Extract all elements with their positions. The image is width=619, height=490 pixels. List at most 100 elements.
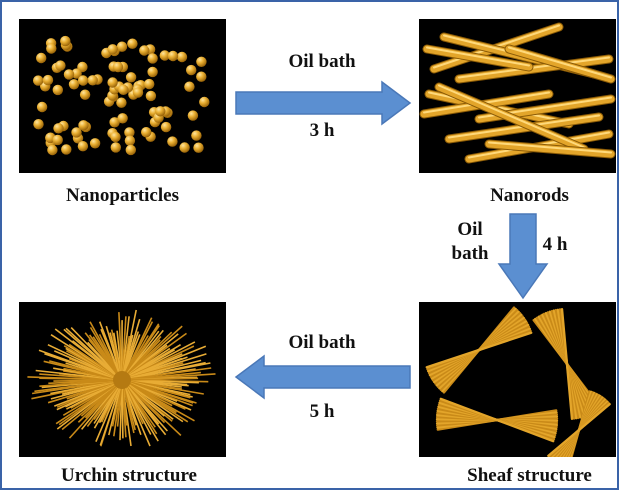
- nanoparticle-sphere: [33, 119, 44, 130]
- nanoparticle-sphere: [193, 142, 204, 153]
- urchin-panel: [19, 302, 226, 457]
- nanoparticle-sphere: [55, 60, 66, 71]
- sheaf-rod: [560, 307, 574, 421]
- sheaf-rod: [439, 397, 555, 443]
- arrow-left-step3: [234, 354, 411, 400]
- nanorod-highlight: [426, 46, 530, 67]
- arrow-right-step1: [235, 80, 412, 126]
- nanoparticle-sphere: [110, 131, 121, 143]
- nanorod: [423, 45, 533, 71]
- nanoparticle-sphere: [110, 142, 122, 153]
- nanoparticle-sphere: [116, 97, 127, 108]
- nanoparticle-sphere: [196, 71, 207, 82]
- nanoparticle-sphere: [71, 68, 82, 79]
- nanoparticle-sphere: [160, 121, 172, 133]
- nanoparticle-sphere: [139, 45, 150, 56]
- nanoparticle-sphere: [109, 117, 120, 128]
- nanoparticle-sphere: [107, 44, 118, 55]
- nanoparticle-sphere: [141, 127, 152, 138]
- nanorod: [435, 83, 588, 153]
- nanoparticle-sphere: [127, 38, 138, 49]
- step1-time: 3 h: [309, 120, 335, 141]
- nanorods-panel: [419, 19, 616, 173]
- nanoparticle-sphere: [116, 41, 128, 52]
- nanorod-highlight: [438, 84, 585, 149]
- nanoparticle-sphere: [191, 130, 202, 141]
- nanoparticle-sphere: [179, 142, 190, 153]
- nanoparticle-sphere: [132, 87, 144, 98]
- nanoparticle-sphere: [199, 96, 210, 108]
- nanorod: [455, 55, 613, 83]
- nanoparticle-sphere: [167, 136, 178, 147]
- nanorods-image: [419, 22, 616, 164]
- nanoparticles-image: [33, 35, 210, 156]
- urchin-label: Urchin structure: [61, 465, 197, 486]
- nanoparticle-sphere: [117, 113, 128, 124]
- nanoparticle-sphere: [196, 56, 207, 67]
- nanoparticle-sphere: [187, 110, 199, 121]
- nanorods-label: Nanorods: [490, 185, 569, 206]
- nanoparticle-sphere: [33, 75, 44, 86]
- nanorod-highlight: [508, 46, 612, 79]
- nanorod: [505, 45, 615, 83]
- nanoparticle-sphere: [184, 81, 195, 92]
- nanoparticle-sphere: [118, 84, 129, 96]
- nanoparticle-sphere: [107, 77, 118, 88]
- step2-condition-line2: bath: [451, 243, 489, 264]
- nanoparticle-sphere: [167, 50, 179, 62]
- nanoparticle-sphere: [42, 74, 54, 86]
- nanoparticle-sphere: [79, 89, 91, 100]
- urchin-spine: [121, 379, 151, 447]
- urchin-core: [113, 371, 131, 389]
- nanoparticle-sphere: [77, 75, 89, 86]
- sheaf-label: Sheaf structure: [467, 465, 592, 486]
- sheaf-rod: [547, 402, 611, 457]
- nanoparticle-sphere: [36, 52, 47, 64]
- nanorod-highlight: [488, 141, 612, 154]
- nanoparticle-sphere: [47, 144, 58, 156]
- nanorod: [485, 140, 615, 158]
- sheaf-panel: [419, 302, 616, 457]
- nanoparticle-sphere: [176, 51, 188, 63]
- nanoparticle-sphere: [46, 43, 57, 54]
- urchin-image: [27, 309, 216, 447]
- nanoparticle-sphere: [52, 84, 63, 96]
- nanoparticles-label: Nanoparticles: [66, 185, 179, 206]
- nanoparticle-sphere: [147, 53, 158, 64]
- nanoparticle-sphere: [36, 101, 48, 113]
- nanoparticle-sphere: [124, 127, 135, 138]
- sheaf-rod: [425, 331, 533, 369]
- step1-condition: Oil bath: [288, 51, 356, 72]
- urchin-spine: [121, 377, 199, 381]
- nanorod-highlight: [458, 56, 610, 79]
- step2-time: 4 h: [542, 234, 568, 255]
- nanoparticle-sphere: [145, 90, 157, 102]
- nanoparticle-sphere: [144, 78, 155, 90]
- step3-time: 5 h: [309, 401, 335, 422]
- nanoparticle-sphere: [147, 66, 158, 78]
- step2-condition: Oil bath: [440, 218, 500, 266]
- nanoparticle-sphere: [89, 138, 101, 149]
- arrow-down-step2: [497, 213, 549, 300]
- nanoparticle-sphere: [71, 127, 82, 138]
- nanoparticle-sphere: [52, 134, 63, 146]
- nanoparticle-sphere: [159, 50, 170, 61]
- nanoparticle-sphere: [112, 61, 124, 73]
- nanoparticle-sphere: [63, 69, 75, 80]
- nanoparticle-sphere: [61, 144, 72, 155]
- nanoparticle-sphere: [125, 72, 137, 83]
- urchin-spine: [98, 321, 123, 381]
- nanoparticle-sphere: [68, 79, 80, 90]
- step3-condition: Oil bath: [288, 332, 356, 353]
- step2-condition-line1: Oil: [457, 219, 483, 240]
- nanoparticle-sphere: [125, 144, 136, 156]
- nanoparticle-sphere: [87, 75, 98, 86]
- nanoparticle-sphere: [186, 64, 197, 76]
- nanoparticles-panel: [19, 19, 226, 173]
- nanoparticle-sphere: [78, 120, 89, 131]
- nanoparticle-sphere: [77, 141, 89, 152]
- nanoparticle-sphere: [124, 135, 136, 146]
- urchin-spine: [99, 379, 123, 446]
- nanoparticle-sphere: [53, 123, 64, 134]
